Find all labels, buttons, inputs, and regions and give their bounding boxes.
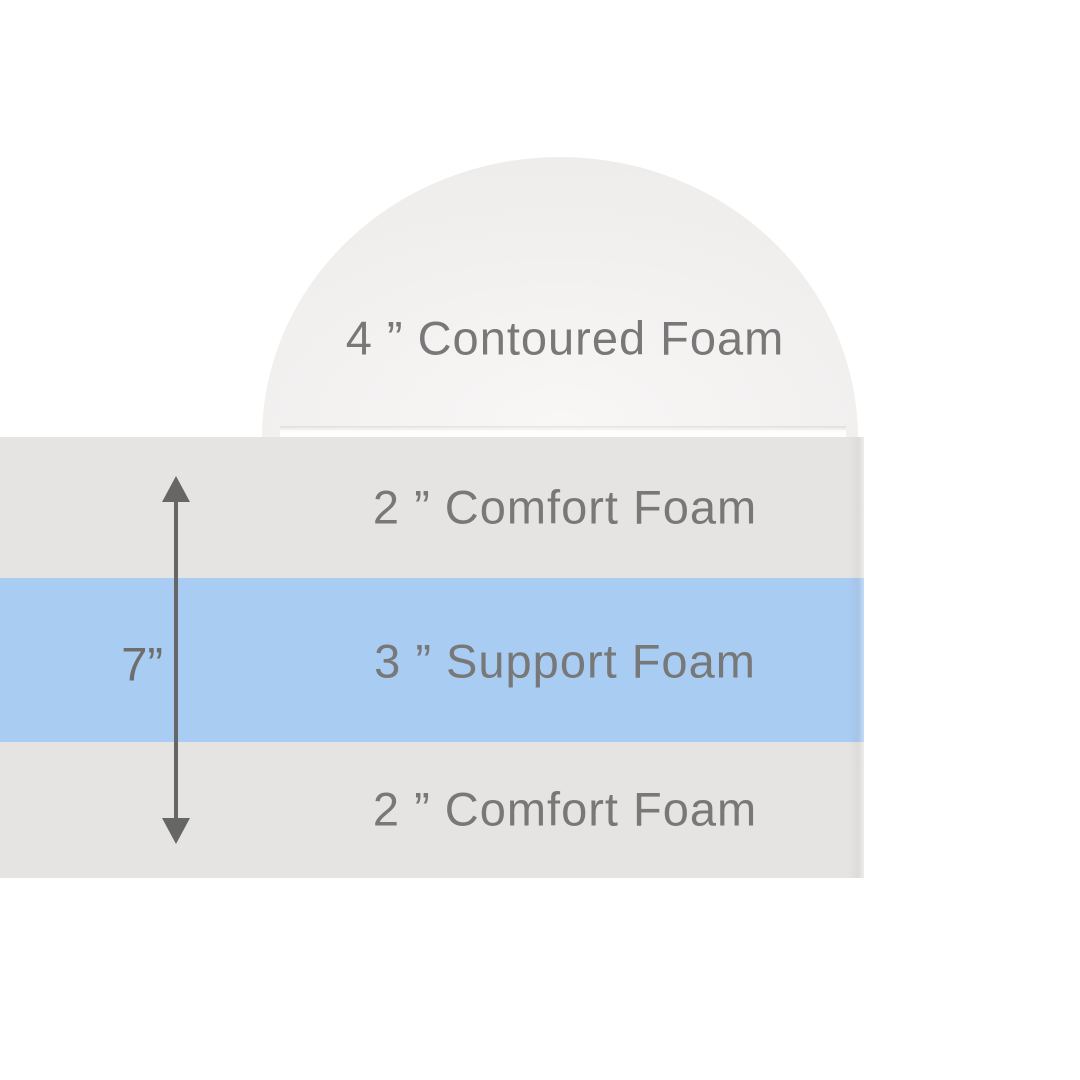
layer-support-foam: [0, 578, 864, 742]
contoured-foam-dome: [262, 157, 858, 438]
mattress-cross-section: [0, 437, 864, 878]
arrowhead-down-icon: [162, 818, 190, 844]
height-dimension-arrow-icon: [162, 476, 190, 844]
comfort-foam-top-label: 2 ” Comfort Foam: [372, 480, 758, 534]
layer-comfort-foam-top: [0, 437, 864, 578]
contoured-foam-label: 4 ” Contoured Foam: [345, 311, 785, 365]
layer-comfort-foam-bottom: [0, 742, 864, 878]
arrowhead-up-icon: [162, 476, 190, 502]
support-foam-label: 3 ” Support Foam: [374, 634, 756, 688]
comfort-foam-bottom-label: 2 ” Comfort Foam: [372, 782, 758, 836]
total-height-label: 7”: [121, 637, 163, 691]
